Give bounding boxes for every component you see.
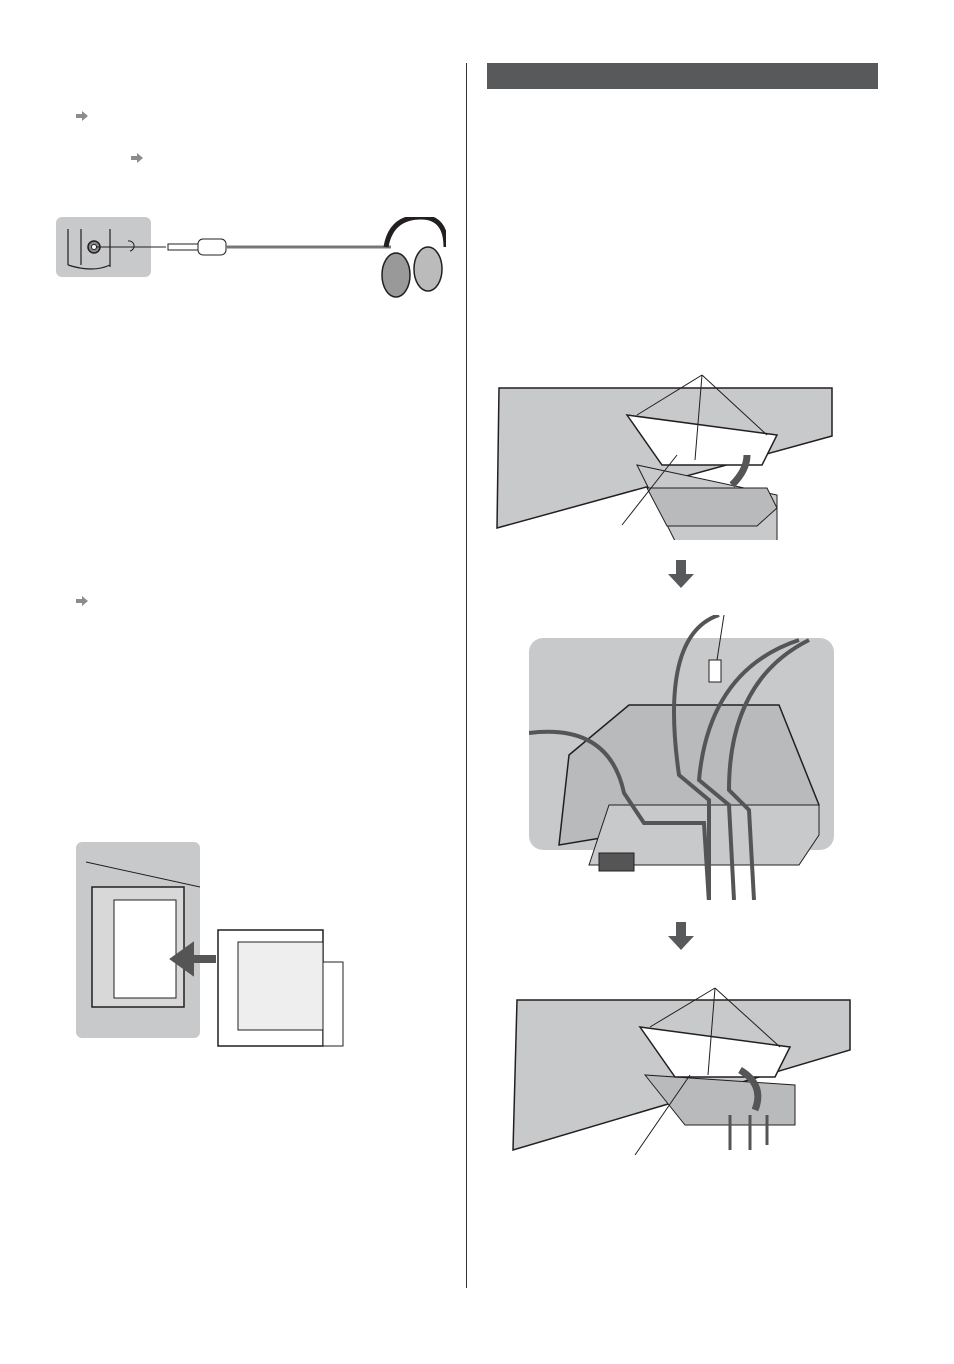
headphone-connection-illustration [56,217,446,302]
down-arrow-icon [668,922,694,950]
right-arrow-icon [131,153,143,163]
cable-cover-attach-illustration [512,987,851,1156]
right-arrow-icon [76,111,88,121]
section-header-bar [487,63,878,89]
cable-routing-illustration [529,615,820,900]
right-arrow-icon [76,596,88,606]
down-arrow-icon [668,560,694,588]
column-divider [466,63,467,1288]
cable-cover-remove-illustration [496,374,833,540]
ci-card-insert-illustration [85,861,344,1047]
headphone-icon [67,217,446,298]
